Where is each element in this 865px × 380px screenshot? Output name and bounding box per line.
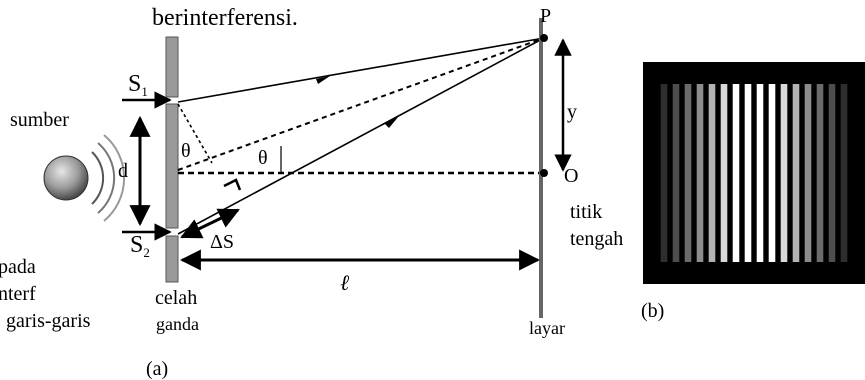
ray-s2-direction-arrow xyxy=(384,116,399,128)
caption-b: (b) xyxy=(641,300,664,322)
theta-label-1: θ xyxy=(181,140,191,162)
fringe-stripe xyxy=(780,84,788,262)
caption-a: (a) xyxy=(146,358,168,380)
fringe-stripe xyxy=(732,84,740,262)
ray-s1-direction-arrow xyxy=(316,76,330,84)
ray-s2-to-p xyxy=(177,37,545,235)
source-bulb-icon xyxy=(43,155,89,201)
wavefront-arc-3 xyxy=(103,134,126,222)
s2-label: S2 xyxy=(130,232,150,260)
fringe-stripe xyxy=(756,84,764,262)
point-p-dot xyxy=(540,34,548,42)
p-label: P xyxy=(540,5,551,27)
double-slit-barrier xyxy=(165,36,179,283)
fringe-stripe xyxy=(768,84,776,262)
fringe-stripe xyxy=(804,84,812,262)
wavefront-arc-1 xyxy=(91,151,105,205)
d-label: d xyxy=(118,160,128,182)
right-angle-mark xyxy=(223,178,242,191)
s1-label: S1 xyxy=(128,71,148,99)
top-caption-text: berinterferensi. xyxy=(152,5,298,31)
fringe-stripe xyxy=(840,84,848,262)
center-to-p-dashed xyxy=(177,37,545,171)
l-label: ℓ xyxy=(340,270,350,295)
fringe-stripe xyxy=(792,84,800,262)
fringe-stripes xyxy=(660,84,848,262)
ganda-label: ganda xyxy=(156,314,199,334)
layar-label: layar xyxy=(529,318,565,338)
sumber-label: sumber xyxy=(10,109,69,131)
left-cut-text-1: pada xyxy=(0,256,36,278)
left-cut-text-2: nterf xyxy=(0,283,36,305)
fringe-stripe xyxy=(672,84,680,262)
tengah-label: tengah xyxy=(570,228,623,250)
fringe-stripe xyxy=(744,84,752,262)
delta-s-label: ΔS xyxy=(210,231,234,253)
fringe-background xyxy=(643,62,865,284)
fringe-stripe xyxy=(684,84,692,262)
light-source xyxy=(43,134,126,222)
fringe-stripe xyxy=(660,84,668,262)
y-label: y xyxy=(567,101,577,123)
fringe-stripe xyxy=(720,84,728,262)
titik-label: titik xyxy=(570,201,602,223)
fringe-pattern-panel xyxy=(643,62,865,284)
delta-s-arrow xyxy=(180,208,240,239)
celah-label: celah xyxy=(155,287,197,309)
left-cut-text-3: garis-garis xyxy=(6,310,91,332)
fringe-stripe xyxy=(696,84,704,262)
fringe-stripe xyxy=(816,84,824,262)
theta-label-2: θ xyxy=(258,147,268,169)
wavefront-arc-2 xyxy=(97,142,116,214)
fringe-stripe xyxy=(828,84,836,262)
o-label: O xyxy=(564,165,578,187)
ray-s1-to-p xyxy=(177,37,545,103)
fringe-stripe xyxy=(708,84,716,262)
path-difference-perpendicular xyxy=(177,103,213,164)
point-o-dot xyxy=(540,169,548,177)
